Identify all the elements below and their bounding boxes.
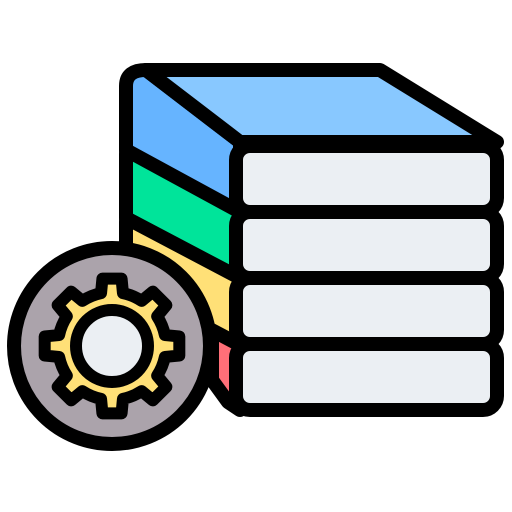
gear-badge (7, 241, 217, 451)
layer-2-face (229, 205, 504, 285)
layer-1-face (229, 139, 504, 219)
layer-1 (119, 63, 504, 219)
layer-4-face (229, 337, 504, 417)
layer-3-face (229, 271, 504, 351)
top-face (139, 63, 504, 149)
gear-hub (70, 304, 154, 388)
